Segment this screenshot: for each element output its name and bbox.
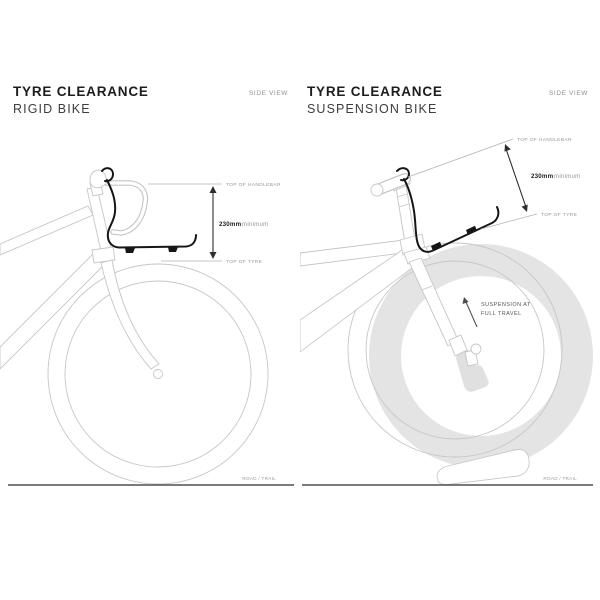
cradle-foot: [168, 247, 178, 252]
frame: [300, 175, 426, 353]
rim-outline: [64, 280, 252, 468]
top-of-handlebar-label: TOP OF HANDLEBAR: [517, 137, 572, 143]
harness-strap-cradle: [106, 179, 197, 249]
tyre-outline: [47, 263, 269, 485]
handlebar-harness: [396, 167, 500, 253]
panel-suspension-bike: TYRE CLEARANCE SUSPENSION BIKE SIDE VIEW: [300, 0, 600, 600]
front-wheel: [47, 263, 269, 485]
ground-label: ROAD / TRAIL: [242, 476, 276, 481]
suspension-label-line1: SUSPENSION AT: [481, 302, 531, 308]
panel-subtitle: RIGID BIKE: [13, 101, 91, 116]
flat-handlebar: [370, 173, 411, 197]
view-label: SIDE VIEW: [249, 90, 288, 97]
clearance-qualifier: minimum: [242, 221, 269, 228]
page-title: TYRE CLEARANCE: [307, 84, 443, 99]
top-of-handlebar-label: TOP OF HANDLEBAR: [226, 182, 281, 188]
page-title: TYRE CLEARANCE: [13, 84, 149, 99]
fork-lower-joint: [421, 285, 433, 291]
dropout: [448, 334, 468, 357]
handlebar-harness: [101, 167, 197, 253]
cradle-foot: [125, 248, 135, 253]
top-of-tyre-label: TOP OF TYRE: [226, 259, 263, 265]
headset-joint: [396, 193, 408, 198]
front-wheel: [347, 242, 563, 458]
top-tube: [0, 205, 94, 256]
travel-arrow: [465, 301, 478, 328]
tyre-full-travel-ghost: [369, 244, 593, 468]
clearance-value: 230mm: [531, 173, 554, 180]
handlebar-leader-line: [407, 138, 514, 178]
panel-subtitle: SUSPENSION BIKE: [307, 101, 438, 116]
tyre-outline: [347, 242, 563, 458]
hub: [470, 343, 482, 355]
panel-rigid-header: TYRE CLEARANCE RIGID BIKE: [13, 84, 149, 116]
rim-outline: [365, 260, 545, 440]
rigid-bike-drawing: TOP OF HANDLEBAR 230mm minimum TOP OF TY…: [0, 167, 294, 486]
panel-rigid-bike: TYRE CLEARANCE RIGID BIKE SIDE VIEW: [0, 84, 294, 486]
fork-ghost-parts: [456, 349, 489, 392]
ground-label: ROAD / TRAIL: [543, 476, 577, 481]
head-tube-collar: [91, 246, 116, 264]
grip-end: [370, 183, 384, 197]
tyre-leader-line: [480, 213, 538, 230]
cradle-foot: [431, 241, 442, 251]
clearance-dimension: TOP OF HANDLEBAR 230mm minimum TOP OF TY…: [407, 137, 581, 230]
dimension-arrow: [505, 147, 527, 209]
drop-handlebar: [89, 169, 149, 236]
harness-strap-cradle: [403, 178, 500, 253]
panel-suspension-header: TYRE CLEARANCE SUSPENSION BIKE: [307, 84, 443, 116]
headset-joint: [398, 203, 410, 208]
clearance-qualifier: minimum: [554, 173, 581, 180]
suspension-label-line2: FULL TRAVEL: [481, 311, 522, 317]
brake-hood: [89, 169, 107, 189]
top-of-tyre-label: TOP OF TYRE: [541, 212, 578, 218]
suspension-bike-drawing: SUSPENSION AT FULL TRAVEL TOP OF HANDLEB…: [300, 137, 593, 486]
clearance-dimension: TOP OF HANDLEBAR 230mm minimum TOP OF TY…: [148, 182, 281, 265]
cradle-foot: [466, 225, 477, 235]
clearance-value: 230mm: [219, 221, 242, 228]
view-label: SIDE VIEW: [549, 90, 588, 97]
suspension-fork: [403, 246, 482, 367]
frame: [0, 180, 116, 370]
suspension-annotation: SUSPENSION AT FULL TRAVEL: [462, 297, 531, 328]
hub: [153, 369, 163, 379]
steerer-tube: [395, 184, 416, 244]
fork-blade: [100, 259, 160, 370]
